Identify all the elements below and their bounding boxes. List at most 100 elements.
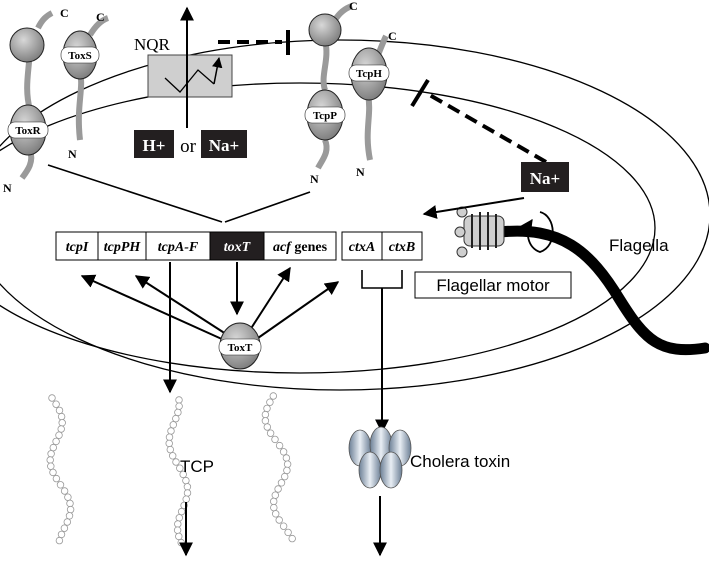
flagellar-motor-box bbox=[414, 271, 572, 299]
pilus-subunit bbox=[263, 404, 271, 413]
gene-cluster: tcpI tcpPH tcpA-F toxT acf genes ctxA ct… bbox=[55, 231, 423, 261]
ctx-output: Cholera toxin bbox=[348, 270, 510, 557]
gene-toxT-label: toxT bbox=[224, 240, 252, 255]
toxs-n-terminus: N bbox=[68, 147, 77, 161]
nqr-small-arrow bbox=[212, 56, 223, 85]
pilus-subunit bbox=[66, 499, 74, 508]
pilus-subunit bbox=[281, 472, 289, 481]
toxt-to-acf-arrow bbox=[249, 266, 291, 331]
pilus-subunit bbox=[47, 450, 55, 458]
pilus-subunit bbox=[166, 445, 174, 454]
pilus-subunit bbox=[172, 458, 180, 466]
pilus-subunit bbox=[179, 470, 187, 479]
outer-membrane bbox=[0, 39, 709, 391]
pilus-subunit bbox=[174, 520, 182, 528]
tcp-output: TCP bbox=[46, 262, 296, 557]
gene-tcpI bbox=[55, 231, 99, 261]
toxr-n-terminus: N bbox=[3, 181, 12, 195]
pilus-subunit bbox=[177, 507, 186, 516]
pilus-subunit bbox=[279, 522, 288, 530]
flagella-label: Flagella bbox=[609, 236, 669, 255]
pilus-subunit bbox=[57, 530, 66, 539]
pilus-subunit bbox=[60, 487, 69, 495]
pilus-subunit bbox=[261, 417, 270, 425]
pilus-subunit bbox=[52, 437, 60, 446]
pilus-subunit bbox=[57, 412, 66, 421]
pilus-subunit bbox=[165, 433, 174, 441]
toxr-to-genes-line bbox=[47, 164, 223, 223]
cholera-toxin-icon bbox=[348, 426, 412, 489]
pilus-subunit bbox=[52, 400, 60, 408]
pilus-subunit bbox=[66, 505, 75, 514]
tcph-stalk bbox=[364, 94, 373, 161]
pilus-subunit bbox=[65, 512, 74, 520]
toxr-toxs-complex: ToxR C N ToxS C N bbox=[3, 6, 110, 195]
nqr-complex: NQR H+ or Na+ bbox=[134, 6, 290, 158]
cholera-toxin-label: Cholera toxin bbox=[410, 452, 510, 471]
h-plus-label: H+ bbox=[143, 136, 166, 155]
motor-na-plus-label: Na+ bbox=[530, 169, 560, 188]
pilus-subunit bbox=[172, 414, 180, 423]
pilus-subunit bbox=[288, 534, 296, 543]
toxt-to-ctx-arrow bbox=[257, 281, 340, 339]
pilus-subunit bbox=[63, 518, 71, 526]
pilus-subunit bbox=[283, 466, 291, 475]
gene-tcpI-label: tcpI bbox=[66, 240, 89, 255]
tcp-pili bbox=[46, 392, 296, 547]
nqr-na-plus-box bbox=[201, 130, 247, 158]
pilus-subunit bbox=[47, 462, 55, 470]
motor-na-plus-box bbox=[521, 162, 569, 192]
pilus-subunit bbox=[177, 538, 185, 547]
pilus-subunit bbox=[57, 425, 65, 433]
toxt-activation: ToxT bbox=[80, 262, 340, 370]
toxs-label: ToxS bbox=[68, 50, 91, 62]
pilus-subunit bbox=[183, 489, 192, 497]
pilus-subunit bbox=[175, 402, 183, 410]
flagellum bbox=[494, 225, 709, 356]
pilus-subunit bbox=[263, 423, 271, 431]
pilus-subunit bbox=[274, 485, 282, 493]
inner-membrane bbox=[0, 82, 656, 374]
tcpp-tail bbox=[315, 138, 330, 170]
toxr-label-box bbox=[7, 121, 49, 139]
pilus-subunit bbox=[266, 429, 275, 437]
flagellar-system: Na+ Flagellar motor Flagella bbox=[414, 162, 709, 356]
toxr-label: ToxR bbox=[15, 125, 41, 137]
tcpp-to-genes-line bbox=[224, 191, 311, 223]
toxt-to-tcpPH-arrow bbox=[134, 275, 227, 335]
toxs-c-terminus: C bbox=[96, 10, 105, 24]
or-label: or bbox=[180, 136, 197, 157]
pilus-subunit bbox=[279, 448, 288, 456]
sodium-inhibition bbox=[410, 78, 547, 164]
pilus-subunit bbox=[64, 493, 72, 501]
pilus-subunit bbox=[55, 431, 63, 439]
nqr-label: NQR bbox=[134, 35, 171, 54]
gene-acf bbox=[263, 231, 337, 261]
pilus-subunit bbox=[175, 396, 183, 404]
pilus-subunit bbox=[282, 454, 291, 462]
h-plus-box bbox=[134, 130, 174, 158]
pilus-subunit bbox=[271, 435, 279, 444]
tcpp-c-terminus: C bbox=[349, 0, 358, 13]
toxr-c-terminus: C bbox=[60, 6, 69, 20]
pilus-subunit bbox=[175, 514, 183, 522]
nqr-pump bbox=[147, 54, 233, 98]
flagellar-motor-label: Flagellar motor bbox=[436, 276, 550, 295]
pilus-subunit bbox=[48, 394, 56, 402]
tcph-label-box bbox=[348, 64, 390, 82]
tcpp-label: TcpP bbox=[313, 110, 337, 122]
tcph-n-terminus: N bbox=[356, 165, 365, 179]
toxt-label-box bbox=[218, 338, 262, 356]
pilus-subunit bbox=[60, 524, 69, 532]
pilus-subunit bbox=[49, 468, 57, 477]
tcph-label: TcpH bbox=[356, 68, 382, 80]
pilus-subunit bbox=[182, 476, 190, 485]
gene-tcpPH-label: tcpPH bbox=[104, 240, 142, 255]
tcpp-cytoplasmic-domain bbox=[308, 13, 342, 47]
tcph-c-terminus: C bbox=[388, 29, 397, 43]
pilus-subunit bbox=[169, 421, 177, 429]
pilus-subunit bbox=[176, 464, 184, 472]
pilus-subunit bbox=[270, 503, 278, 512]
gene-ctxB-label: ctxB bbox=[389, 240, 415, 255]
pilus-subunit bbox=[182, 495, 190, 503]
